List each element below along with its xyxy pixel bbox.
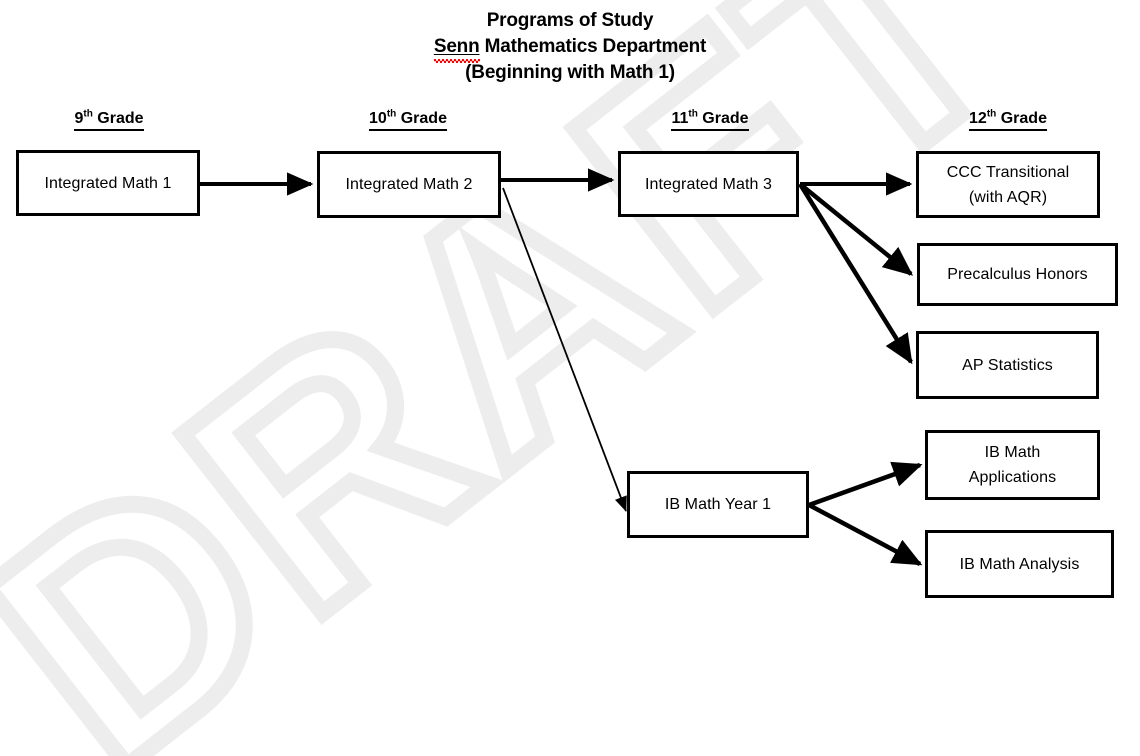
- node-ib-math-year-1[interactable]: IB Math Year 1: [627, 471, 809, 538]
- page-title: Programs of Study Senn Mathematics Depar…: [0, 8, 1140, 86]
- node-ib-math-analysis[interactable]: IB Math Analysis: [925, 530, 1114, 598]
- title-line-1: Programs of Study: [486, 10, 654, 31]
- grade-11-number: 11: [671, 110, 689, 127]
- node-integrated-math-2[interactable]: Integrated Math 2: [317, 151, 501, 218]
- grade-12-ordinal: th: [986, 108, 997, 120]
- grade-9-suffix: Grade: [92, 110, 144, 127]
- column-header-grade-11: 11th Grade: [650, 108, 770, 131]
- grade-10-number: 10: [369, 110, 387, 127]
- node-ccc-transitional[interactable]: CCC Transitional (with AQR): [916, 151, 1100, 218]
- column-header-grade-12: 12th Grade: [948, 108, 1068, 131]
- grade-10-ordinal: th: [386, 108, 397, 120]
- column-header-grade-9: 9th Grade: [54, 108, 164, 131]
- edge-math3-to-apstats: [798, 182, 913, 365]
- title-line-2: Senn Mathematics Department: [0, 34, 1140, 60]
- misspelled-word-senn: Senn: [433, 36, 480, 57]
- grade-11-ordinal: th: [688, 108, 698, 120]
- grade-11-suffix: Grade: [697, 110, 749, 127]
- node-integrated-math-3[interactable]: Integrated Math 3: [618, 151, 799, 217]
- column-header-grade-10: 10th Grade: [348, 108, 468, 131]
- edge-math2-to-ib1: [502, 187, 627, 512]
- edge-math3-to-precalc: [798, 182, 914, 276]
- grade-12-number: 12: [969, 110, 987, 127]
- node-integrated-math-1[interactable]: Integrated Math 1: [16, 150, 200, 216]
- grade-9-number: 9: [74, 110, 84, 127]
- node-ap-statistics[interactable]: AP Statistics: [916, 331, 1099, 399]
- title-line-2-rest: Mathematics Department: [479, 36, 707, 57]
- grade-10-suffix: Grade: [396, 110, 447, 127]
- edge-ib1-to-analysis: [807, 503, 923, 566]
- grade-12-suffix: Grade: [996, 110, 1047, 127]
- title-line-3: (Beginning with Math 1): [465, 62, 675, 83]
- node-precalculus-honors[interactable]: Precalculus Honors: [917, 243, 1118, 306]
- edge-ib1-to-apps: [808, 461, 923, 508]
- grade-9-ordinal: th: [83, 108, 93, 120]
- node-ib-math-applications[interactable]: IB Math Applications: [925, 430, 1100, 500]
